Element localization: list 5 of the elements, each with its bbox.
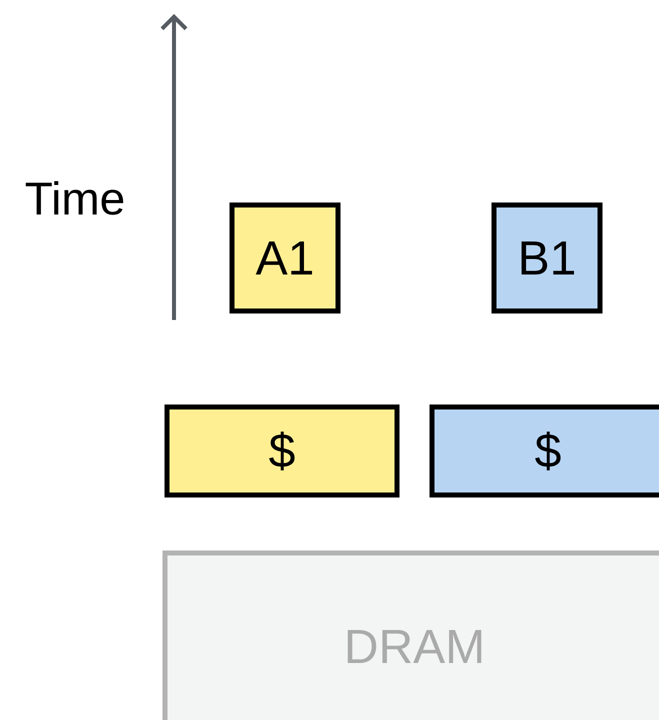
cache-block: B1 — [492, 202, 602, 314]
memory-box: DRAM — [162, 550, 659, 720]
axis-label: Time — [26, 181, 124, 215]
cache-block: A1 — [230, 202, 340, 314]
cache-line-box: $ — [430, 404, 659, 498]
